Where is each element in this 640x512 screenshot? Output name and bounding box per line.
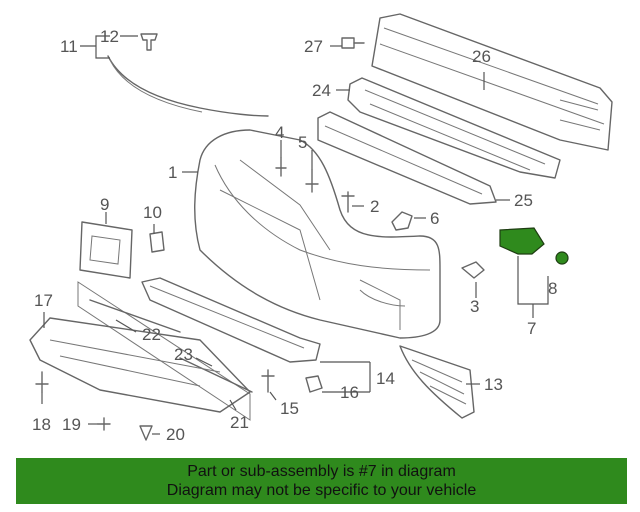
part-14-guide (141, 277, 321, 363)
part-3-clip (461, 261, 485, 279)
callout-3: 3 (470, 297, 479, 316)
callout-21: 21 (230, 413, 249, 432)
part-18-bolt (35, 371, 49, 393)
part-22-box (77, 281, 253, 421)
callout-16: 16 (340, 383, 359, 402)
part-25-absorber (317, 111, 497, 205)
part-12-clip (140, 33, 158, 51)
part-6-bracket (391, 211, 413, 231)
part-10-clip (149, 231, 165, 253)
part-13-grille (399, 345, 475, 419)
callout-5: 5 (298, 133, 307, 152)
callout-10: 10 (143, 203, 162, 222)
callout-9: 9 (100, 195, 109, 214)
callout-25: 25 (514, 191, 533, 210)
part-4-screw (275, 157, 287, 177)
callout-13: 13 (484, 375, 503, 394)
callout-6: 6 (430, 209, 439, 228)
callout-2: 2 (370, 197, 379, 216)
part-24-absorber (347, 77, 561, 179)
callout-14: 14 (376, 369, 395, 388)
callout-19: 19 (62, 415, 81, 434)
callout-24: 24 (312, 81, 331, 100)
part-20-clip (139, 425, 153, 441)
part-17-undercover (29, 317, 251, 413)
callout-22: 22 (142, 325, 161, 344)
callout-23: 23 (174, 345, 193, 364)
part-19-bolt (97, 417, 111, 431)
callout-26: 26 (472, 47, 491, 66)
part-11-molding (107, 55, 269, 117)
part-8-clip (555, 251, 569, 265)
info-banner: Part or sub-assembly is #7 in diagram Di… (16, 458, 627, 504)
callout-labels: 11 12 27 26 24 4 5 1 2 6 25 9 10 3 8 7 1… (32, 27, 557, 444)
part-15-bolt (261, 369, 275, 393)
callout-1: 1 (168, 163, 177, 182)
callout-11: 11 (60, 37, 78, 56)
callout-17: 17 (34, 291, 53, 310)
callout-7: 7 (527, 319, 536, 338)
callout-12: 12 (100, 27, 119, 46)
callout-20: 20 (166, 425, 185, 444)
parts-diagram: 11 12 27 26 24 4 5 1 2 6 25 9 10 3 8 7 1… (29, 13, 613, 444)
part-16-clip (305, 375, 323, 393)
callout-27: 27 (304, 37, 323, 56)
banner-line-1: Part or sub-assembly is #7 in diagram (187, 463, 456, 480)
part-7-bracket (499, 227, 545, 255)
part-2-bolt (341, 191, 355, 213)
part-1-bumper-cover (194, 129, 441, 339)
callout-15: 15 (280, 399, 299, 418)
part-27-bolt (341, 37, 365, 49)
leader-lines (41, 35, 549, 435)
callout-4: 4 (275, 123, 284, 142)
banner-line-2: Diagram may not be specific to your vehi… (166, 482, 477, 499)
part-9-plate (79, 221, 133, 279)
callout-8: 8 (548, 279, 557, 298)
callout-18: 18 (32, 415, 51, 434)
part-26-reinforcement (371, 13, 613, 151)
part-5-bolt (305, 169, 319, 193)
